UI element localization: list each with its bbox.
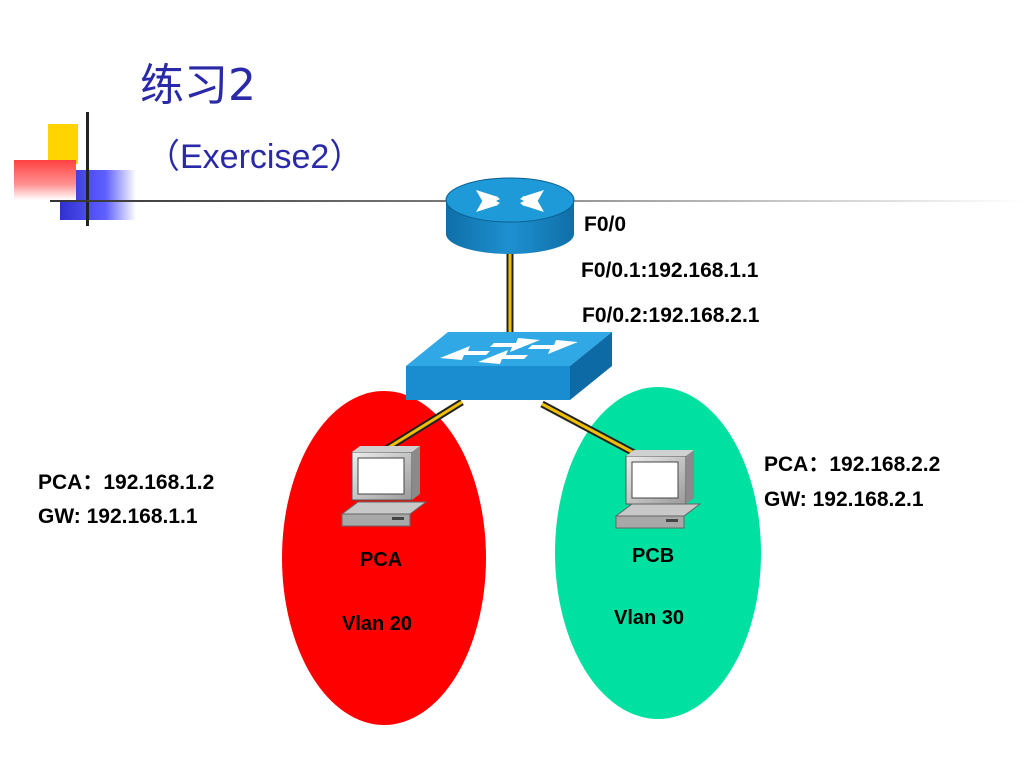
pcb-gateway-label: GW: 192.168.2.1 [764,488,924,511]
pca-name-label: PCA [360,549,403,571]
vlan30-label: Vlan 30 [614,607,685,629]
page-title: 练习2 [140,60,256,111]
deco-vertical-line [86,112,89,226]
vlan30-ellipse [555,387,761,719]
subinterface-1-label: F0/0.1:192.168.1.1 [581,259,759,282]
subinterface-2-label: F0/0.2:192.168.2.1 [582,304,760,327]
router-port-label: F0/0 [584,213,627,236]
vlan20-label: Vlan 20 [342,613,413,635]
switch-pcb-link [540,400,638,458]
pcb-ip-label: PCA：192.168.2.2 [764,453,941,476]
pcb-name-label: PCB [632,545,675,567]
switch-icon [406,332,612,400]
deco-red-square [14,160,76,200]
pca-ip-label: PCA：192.168.1.2 [38,471,215,494]
deco-yellow-square [48,124,78,164]
router-icon [445,177,575,254]
pcb-computer-icon [614,450,702,529]
switch-pca-link [376,399,464,457]
vlan20-ellipse [282,391,486,725]
page-subtitle: （Exercise2） [146,138,364,176]
pca-gateway-label: GW: 192.168.1.1 [38,505,198,528]
pca-computer-icon [340,446,428,527]
